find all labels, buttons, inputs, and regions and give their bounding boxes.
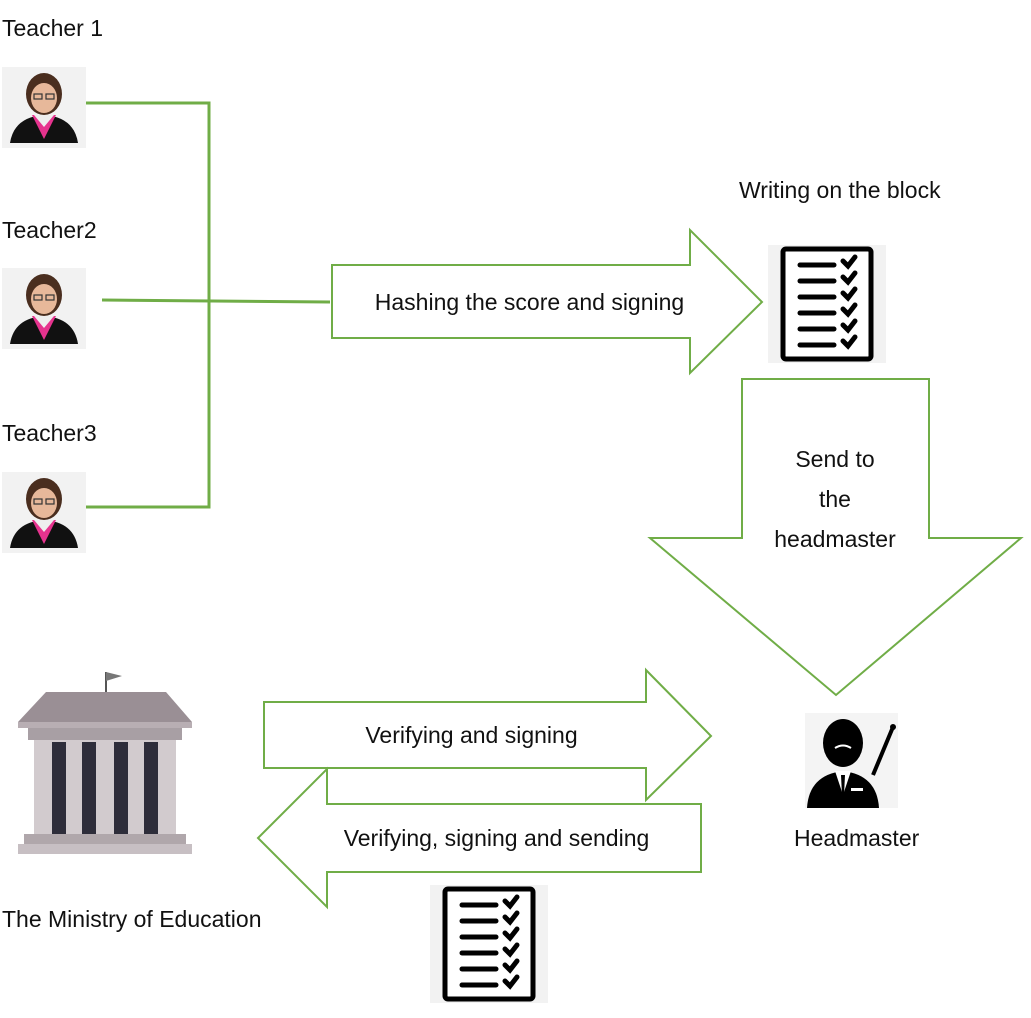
ministry-building-icon bbox=[18, 672, 192, 854]
teacher-avatar bbox=[2, 472, 86, 553]
checklist-document-icon bbox=[430, 885, 548, 1003]
ministry-label: The Ministry of Education bbox=[2, 906, 262, 932]
teacher-label: Teacher2 bbox=[2, 217, 97, 243]
block-label: Writing on the block bbox=[739, 177, 941, 203]
teacher-label: Teacher3 bbox=[2, 420, 97, 446]
verify-send-arrow bbox=[256, 766, 702, 910]
send-arrow-line: Send to bbox=[795, 446, 875, 472]
teacher-avatar bbox=[2, 268, 86, 349]
send-arrow-line: the bbox=[819, 486, 851, 512]
verify-arrow-label: Verifying and signing bbox=[365, 722, 578, 748]
send-arrow-line: headmaster bbox=[774, 526, 896, 552]
send-arrow bbox=[647, 378, 1024, 697]
send-arrow-label: Send to the headmaster bbox=[735, 439, 935, 559]
verify-send-arrow-label: Verifying, signing and sending bbox=[343, 825, 650, 851]
hash-arrow-label: Hashing the score and signing bbox=[374, 289, 685, 315]
teacher-connectors bbox=[86, 101, 331, 509]
teacher-avatar bbox=[2, 67, 86, 148]
headmaster-icon bbox=[805, 713, 898, 808]
checklist-document-icon bbox=[768, 245, 886, 363]
hash-arrow bbox=[331, 227, 764, 376]
teacher-label: Teacher 1 bbox=[2, 15, 104, 41]
headmaster-label: Headmaster bbox=[794, 825, 920, 851]
